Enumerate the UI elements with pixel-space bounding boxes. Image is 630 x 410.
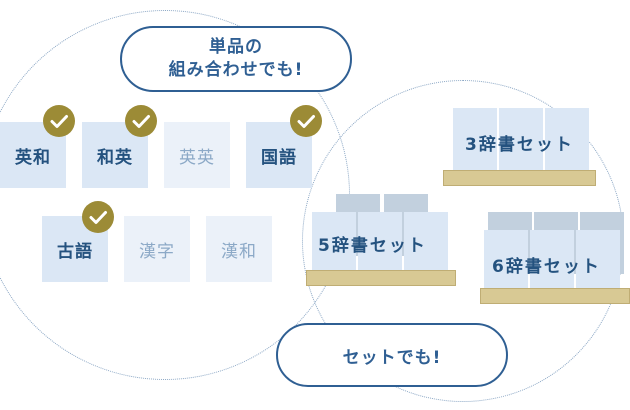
- card-kogo: 古語: [42, 216, 108, 282]
- card-label: 古語: [57, 241, 93, 262]
- card-label: 漢和: [221, 241, 257, 262]
- book: [312, 212, 356, 272]
- shelf: [306, 270, 456, 286]
- set-label: 3辞書セット: [465, 135, 574, 155]
- check-icon: [82, 201, 114, 233]
- book: [484, 230, 528, 290]
- shelf: [443, 170, 596, 186]
- card-label: 英英: [179, 147, 215, 168]
- book: [404, 212, 448, 272]
- book: [530, 230, 574, 290]
- card-eiei: 英英: [164, 122, 230, 188]
- set-6-dictionaries: 6辞書セット: [480, 212, 630, 308]
- book: [358, 212, 402, 272]
- check-icon: [290, 105, 322, 137]
- card-label: 和英: [97, 147, 133, 168]
- shelf: [480, 288, 630, 304]
- card-label: 英和: [15, 147, 51, 168]
- single-items-bubble: 単品の 組み合わせでも!: [120, 26, 352, 92]
- single-items-bubble-line1: 単品の: [208, 37, 263, 57]
- book: [576, 230, 620, 290]
- check-icon: [43, 105, 75, 137]
- card-kanji: 漢字: [124, 216, 190, 282]
- book: [499, 108, 543, 170]
- set-5-dictionaries: 5辞書セット: [306, 194, 458, 290]
- card-label: 漢字: [139, 241, 175, 262]
- check-icon: [125, 105, 157, 137]
- set-3-dictionaries: 3辞書セット: [443, 108, 598, 188]
- card-kanwa: 漢和: [206, 216, 272, 282]
- sets-bubble: セットでも!: [276, 323, 508, 387]
- set-label: 5辞書セット: [318, 236, 427, 256]
- set-label: 6辞書セット: [492, 257, 601, 277]
- sets-bubble-text: セットでも!: [342, 347, 442, 368]
- single-items-bubble-line2: 組み合わせでも!: [168, 60, 304, 80]
- book: [545, 108, 589, 170]
- card-label: 国語: [261, 147, 297, 168]
- book: [453, 108, 497, 170]
